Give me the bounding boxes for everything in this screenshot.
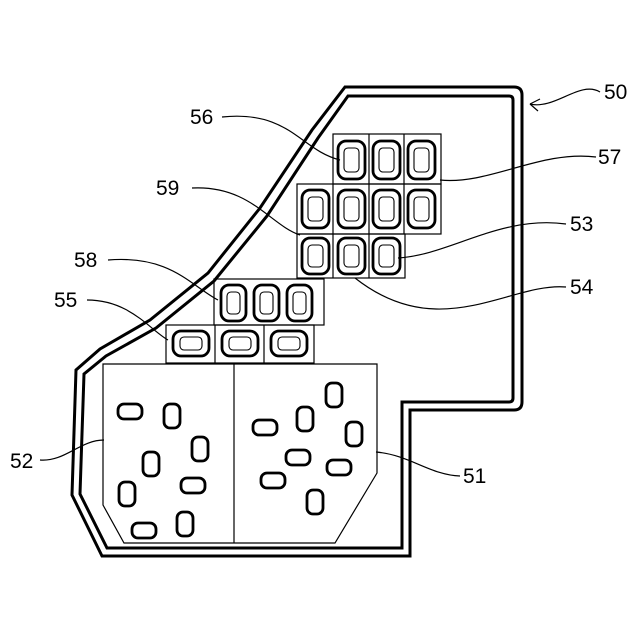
- fuse-row-1: [338, 141, 435, 179]
- label-58: 58: [74, 249, 97, 272]
- label-56: 56: [190, 106, 213, 129]
- label-57: 57: [598, 146, 621, 169]
- label-53: 53: [570, 213, 593, 236]
- label-55: 55: [54, 289, 77, 312]
- connector-51-terminals: [253, 383, 362, 514]
- label-51: 51: [463, 465, 486, 488]
- label-52: 52: [10, 450, 33, 473]
- fuse-block-upper: [297, 134, 441, 278]
- label-59: 59: [156, 177, 179, 200]
- fuse-group-58: [214, 279, 324, 325]
- fuse-group-55: [166, 325, 314, 363]
- connector-52-terminals: [118, 404, 208, 538]
- fuse-row-3: [302, 238, 400, 274]
- label-50: 50: [604, 81, 627, 104]
- label-54: 54: [570, 276, 594, 299]
